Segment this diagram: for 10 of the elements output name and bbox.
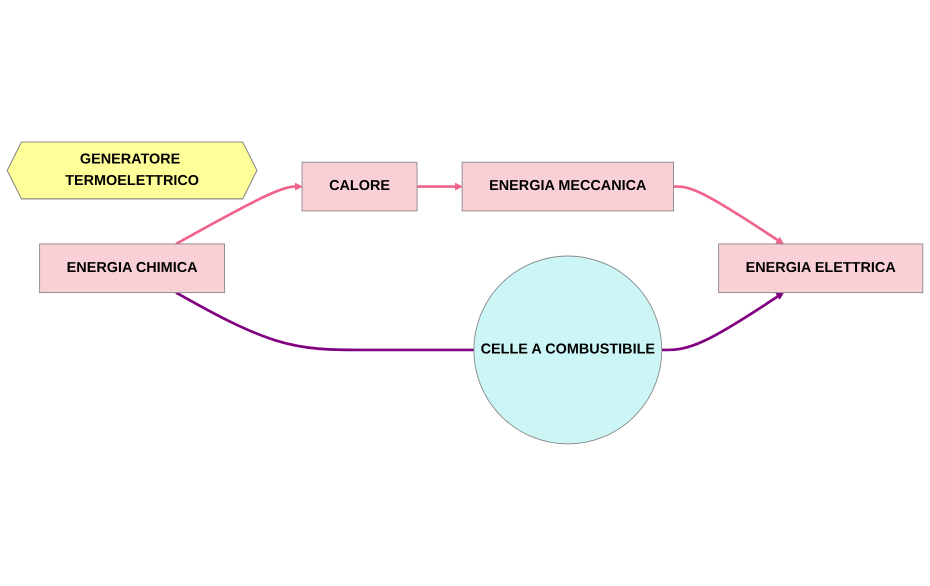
arrow (662, 292, 784, 352)
node-box: ENERGIA MECCANICA (462, 162, 674, 212)
node-circle: CELLE A COMBUSTIBILE (473, 256, 662, 444)
arrow (417, 182, 462, 191)
node-box: ENERGIA CHIMICA (39, 243, 226, 294)
connector (175, 291, 474, 352)
arrow (175, 182, 302, 246)
arrow (674, 185, 784, 244)
node-box: CALORE (302, 162, 418, 212)
node-box: ENERGIA ELETTRICA (718, 243, 924, 294)
